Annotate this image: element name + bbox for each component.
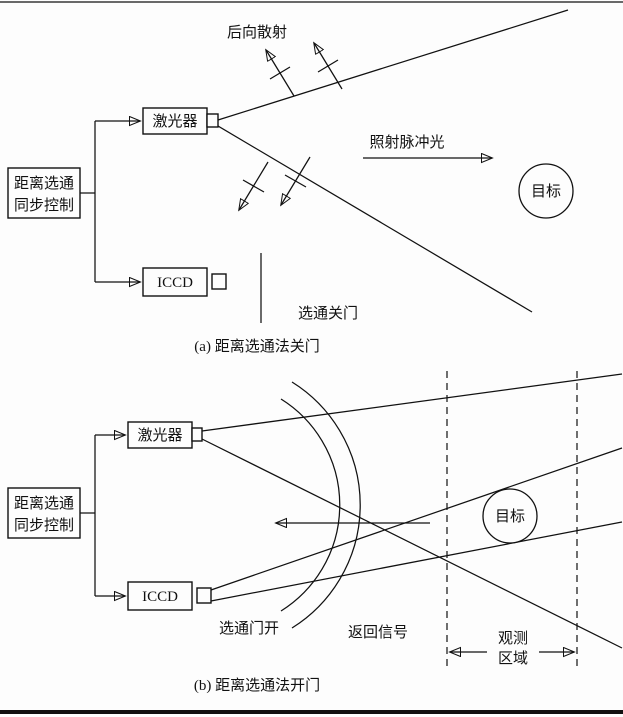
iccd-label-b: ICCD	[142, 589, 178, 605]
backscatter-tick-2	[317, 59, 339, 73]
backscatter-tick-1	[269, 66, 291, 80]
wavefront-arc-outer	[291, 381, 361, 629]
laser-aperture-a	[206, 113, 219, 128]
target-label-a: 目标	[531, 183, 561, 200]
control-label-line2-a: 同步控制	[14, 197, 74, 214]
target-label-b: 目标	[495, 508, 525, 525]
laser-label-b: 激光器	[137, 427, 182, 444]
laser-beam-lower-b	[201, 438, 623, 649]
part-b: 激光器 距离选通 同步控制 ICCD 目标 选通门开 返回信号 观测 区域 (b…	[7, 371, 623, 694]
target-circle-a	[518, 163, 574, 219]
return-signal-label: 返回信号	[348, 624, 408, 641]
pulse-label: 照射脉冲光	[369, 134, 444, 151]
caption-a: (a) 距离选通法关门	[194, 338, 319, 355]
zone-label-line2: 区域	[498, 650, 528, 667]
beam-lower-line	[217, 125, 533, 313]
iccd-box-b	[127, 581, 193, 611]
part-a: 后向散射 激光器 距离选通 同步控制 ICCD 照射脉冲光 目标 选通关门 (a…	[7, 9, 574, 355]
control-label-line2-b: 同步控制	[14, 517, 74, 534]
control-label-line1-a: 距离选通	[14, 175, 74, 192]
zone-label-backplate	[487, 626, 539, 666]
laser-beam-upper-b	[201, 373, 623, 432]
control-box-a	[7, 167, 81, 219]
laser-label-a: 激光器	[152, 113, 197, 130]
iccd-lens-b	[196, 587, 212, 604]
target-circle-b	[482, 488, 538, 544]
gate-open-label: 选通门开	[219, 620, 279, 637]
return-beam-upper-b	[210, 447, 623, 591]
iccd-lens-a	[211, 273, 227, 290]
backscatter-label: 后向散射	[227, 24, 287, 41]
control-box-b	[7, 487, 81, 539]
control-label-line1-b: 距离选通	[14, 495, 74, 512]
zone-label-line1: 观测	[498, 630, 528, 647]
gate-closed-label: 选通关门	[298, 305, 358, 322]
laser-aperture-b	[191, 427, 203, 442]
caption-b: (b) 距离选通法开门	[194, 677, 320, 694]
beam-upper-line	[217, 9, 569, 121]
scatter-tick-3	[242, 179, 265, 193]
return-beam-lower-b	[210, 521, 623, 602]
iccd-label-a: ICCD	[157, 275, 193, 291]
scatter-tick-4	[284, 174, 307, 188]
wavefront-arc-inner	[280, 398, 341, 612]
iccd-box-a	[142, 267, 208, 297]
